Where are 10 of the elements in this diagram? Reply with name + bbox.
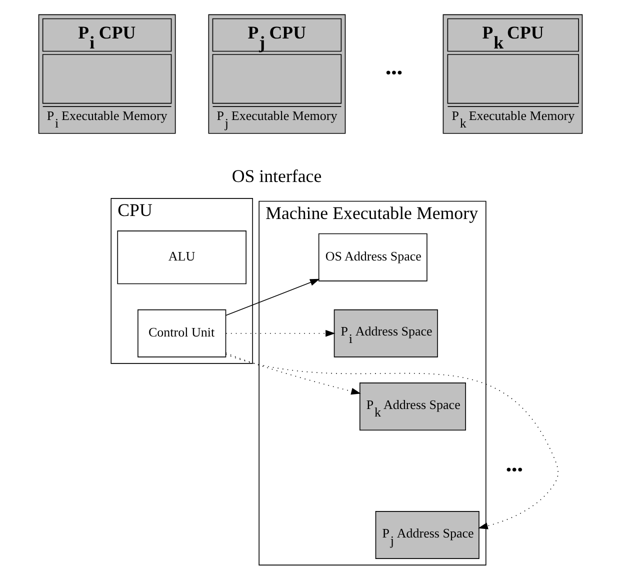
label: OS interface — [232, 166, 322, 186]
node-box: OS Address Space — [318, 233, 428, 282]
label: ••• — [506, 460, 523, 479]
arrow — [226, 352, 361, 395]
arrow — [226, 330, 336, 337]
arrow — [226, 354, 558, 530]
node-box: Control Unit — [138, 309, 226, 358]
arrow — [226, 278, 320, 316]
label: ••• — [386, 64, 403, 82]
node-box: ALU — [117, 230, 246, 284]
